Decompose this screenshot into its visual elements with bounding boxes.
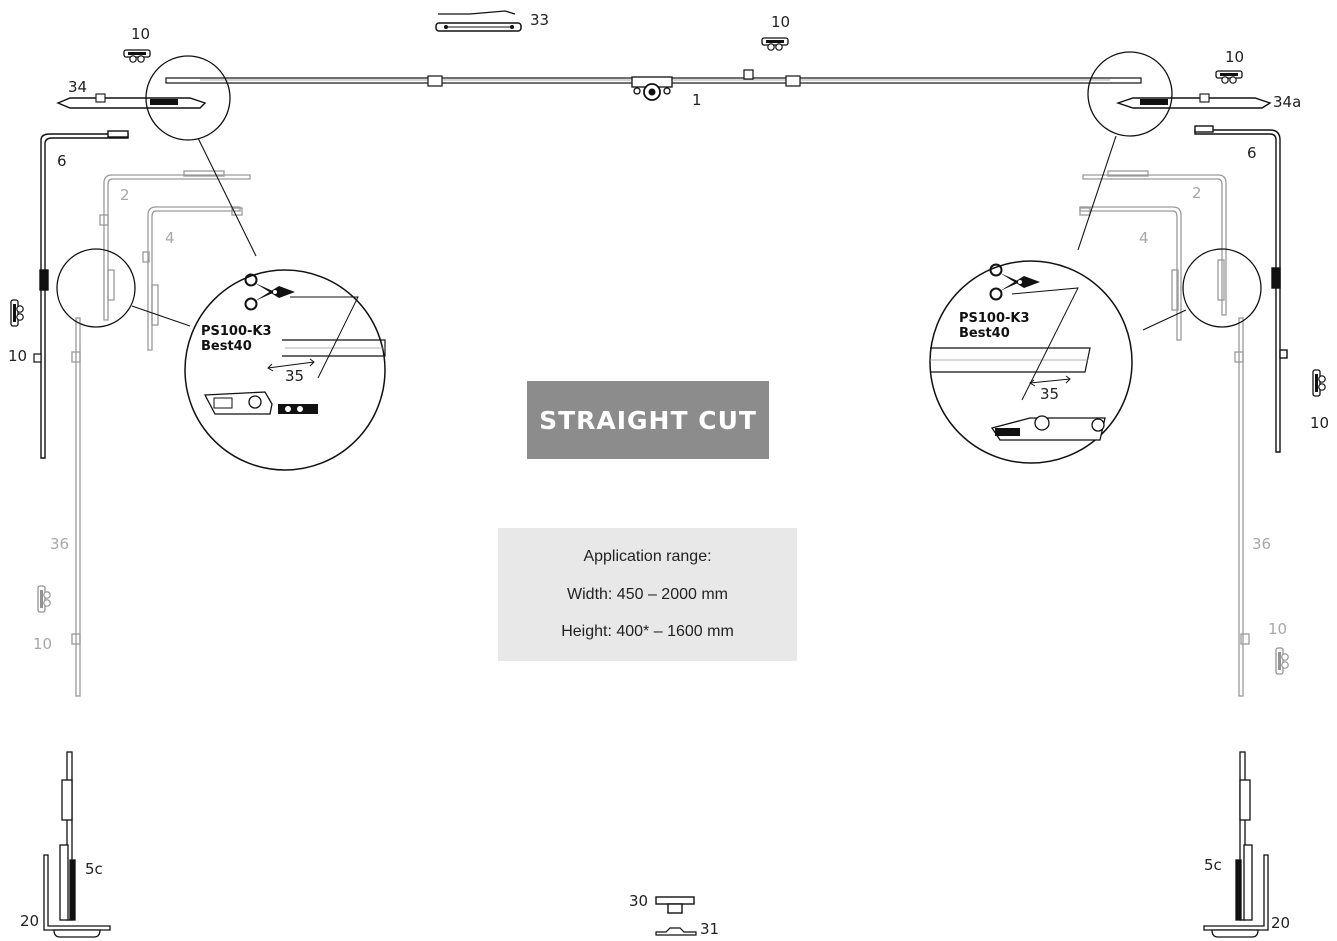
label-6-left: 6 xyxy=(57,152,67,170)
keeper-10-top-left xyxy=(123,49,151,63)
part-30 xyxy=(655,896,695,914)
corner-6-left xyxy=(39,130,129,459)
part-34a xyxy=(1115,93,1272,109)
label-34a: 34a xyxy=(1273,93,1302,111)
detail-large-left xyxy=(184,269,386,471)
keeper-10-right-low xyxy=(1275,647,1289,675)
label-35-right: 35 xyxy=(1040,385,1060,403)
corner-5c-left xyxy=(43,751,111,938)
label-10-top-left: 10 xyxy=(131,25,151,43)
detail-right-text: PS100-K3 Best40 xyxy=(959,311,1030,342)
label-4-left: 4 xyxy=(165,229,175,247)
keeper-10-top-right xyxy=(1215,70,1243,84)
label-10-top-right: 10 xyxy=(1225,48,1245,66)
label-10-right-mid: 10 xyxy=(1310,414,1330,432)
detail-circle-right xyxy=(1182,248,1262,328)
application-range-width: Width: 450 – 2000 mm xyxy=(567,585,728,603)
detail-left-text: PS100-K3 Best40 xyxy=(201,324,272,355)
label-33: 33 xyxy=(530,11,550,29)
label-10-left-mid: 10 xyxy=(8,347,28,365)
straight-cut-banner: STRAIGHT CUT xyxy=(527,381,769,459)
detail-right-line2: Best40 xyxy=(959,325,1010,341)
detail-left-line1: PS100-K3 xyxy=(201,324,272,339)
bar-36-right xyxy=(1234,317,1250,697)
detail-large-right xyxy=(929,260,1133,464)
label-10-top-center: 10 xyxy=(771,13,791,31)
detail-left-line2: Best40 xyxy=(201,338,252,354)
label-35-left: 35 xyxy=(285,367,305,385)
part-34 xyxy=(56,93,207,109)
label-36-left: 36 xyxy=(50,535,70,553)
label-4-right: 4 xyxy=(1139,229,1149,247)
keeper-10-right-mid xyxy=(1312,369,1326,397)
keeper-10-top-center xyxy=(761,37,789,51)
label-1: 1 xyxy=(692,91,702,109)
label-5c-left: 5c xyxy=(85,860,103,878)
corner-4-right xyxy=(1079,206,1182,341)
label-10-left-low: 10 xyxy=(33,635,53,653)
application-range-height: Height: 400* – 1600 mm xyxy=(561,622,734,640)
detail-circle-top-right xyxy=(1087,51,1173,137)
detail-right-line1: PS100-K3 xyxy=(959,311,1030,326)
detail-circle-left xyxy=(56,248,136,328)
label-20-left: 20 xyxy=(20,912,40,930)
label-34: 34 xyxy=(68,78,88,96)
label-2-left: 2 xyxy=(120,186,130,204)
application-range-box: Application range: Width: 450 – 2000 mm … xyxy=(498,528,797,661)
label-5c-right: 5c xyxy=(1204,856,1222,874)
label-30: 30 xyxy=(629,892,649,910)
part-33 xyxy=(435,10,522,32)
keeper-10-left-mid xyxy=(10,299,24,327)
part-31 xyxy=(655,927,697,936)
label-36-right: 36 xyxy=(1252,535,1272,553)
corner-6-right xyxy=(1194,125,1288,453)
detail-circle-top-left xyxy=(145,55,231,141)
keeper-10-left-low xyxy=(37,585,51,613)
label-31: 31 xyxy=(700,920,720,938)
label-10-right-low: 10 xyxy=(1268,620,1288,638)
corner-5c-right xyxy=(1203,751,1269,938)
label-20-right: 20 xyxy=(1271,914,1291,932)
espagnolette-top-bar xyxy=(165,69,1142,101)
label-2-right: 2 xyxy=(1192,184,1202,202)
application-range-title: Application range: xyxy=(583,548,712,566)
label-6-right: 6 xyxy=(1247,144,1257,162)
corner-4-left xyxy=(142,206,243,351)
bar-36-left xyxy=(71,317,81,697)
corner-2-right xyxy=(1082,170,1227,316)
corner-2-left xyxy=(99,170,251,321)
